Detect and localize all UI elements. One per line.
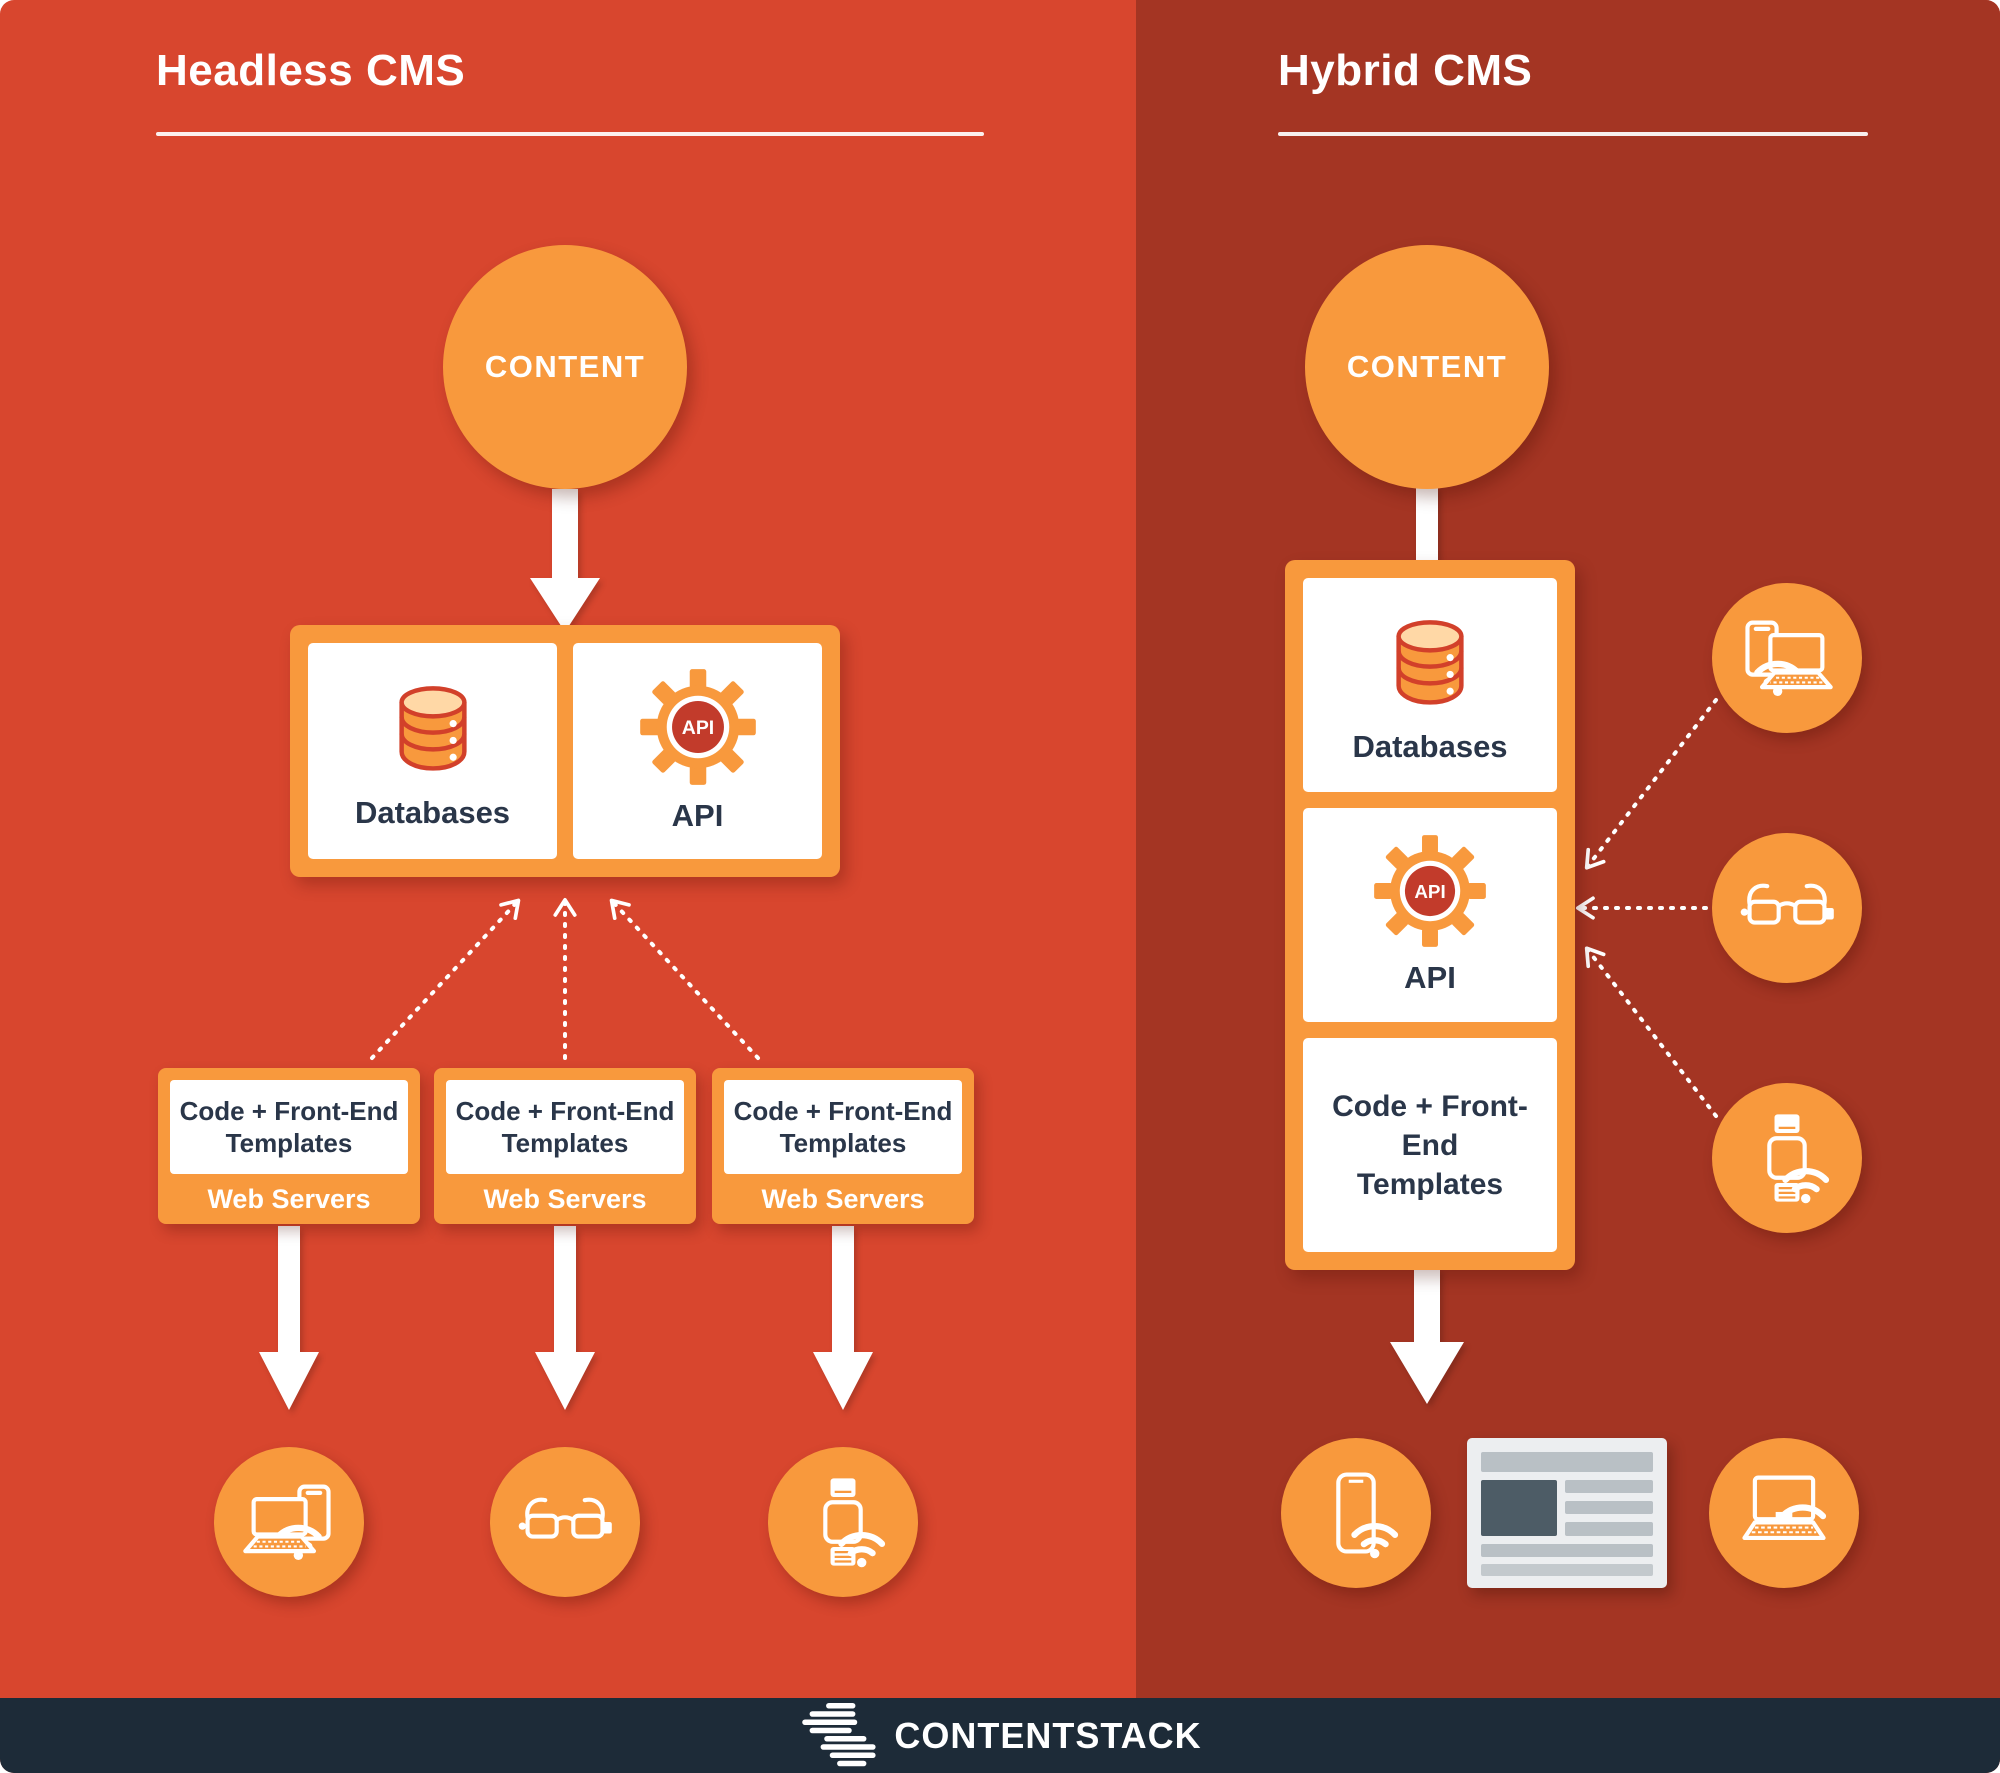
api-gear-icon: API: [639, 668, 757, 786]
smart-watch-icon: [791, 1470, 895, 1574]
headless-cms-title: Headless CMS: [156, 46, 466, 95]
laptop-and-phone-icon: [1735, 606, 1839, 710]
databases-label: Databases: [354, 795, 511, 830]
webserver-box-1: Code + Front-End Templates Web Servers: [158, 1068, 420, 1224]
api-badge-text: API: [1414, 881, 1445, 902]
templates-card: Code + Front-End Templates: [1303, 1038, 1557, 1252]
webservers-band: Web Servers: [207, 1184, 371, 1214]
content-circle-headless: CONTENT: [443, 245, 687, 489]
laptop-icon: [1732, 1461, 1836, 1565]
output-circle-smartphone: [1281, 1438, 1431, 1588]
webservers-band: Web Servers: [483, 1184, 647, 1214]
arrow-webserver1-to-device: [259, 1226, 319, 1410]
api-label: API: [1404, 960, 1456, 995]
database-icon: [1374, 605, 1486, 717]
hybrid-stack: Databases API API Code + Front-End Templ…: [1285, 560, 1575, 1270]
api-badge-text: API: [681, 717, 713, 739]
api-card: API API: [1303, 808, 1557, 1022]
laptop-and-phone-icon: [237, 1470, 341, 1574]
templates-label: Code + Front-End Templates: [179, 1095, 399, 1159]
api-label: API: [671, 798, 724, 833]
content-circle-hybrid: CONTENT: [1305, 245, 1549, 489]
templates-card: Code + Front-End Templates: [724, 1080, 962, 1174]
dashed-arrow-webserver1-to-backend: [370, 898, 521, 1060]
arrow-content-to-backend: [530, 489, 600, 632]
device-circle-smart-glasses: [1712, 833, 1862, 983]
databases-card: Databases: [1303, 578, 1557, 792]
webpage-mockup: [1467, 1438, 1667, 1588]
webserver-box-3: Code + Front-End Templates Web Servers: [712, 1068, 974, 1224]
backend-box-headless: Databases API API: [290, 625, 840, 877]
webservers-band: Web Servers: [761, 1184, 925, 1214]
hybrid-title-underline: [1278, 132, 1868, 136]
api-gear-icon: API: [1373, 834, 1487, 948]
content-label: CONTENT: [1346, 349, 1508, 384]
databases-card: Databases: [308, 643, 557, 859]
webpage-text-line: [1565, 1522, 1653, 1536]
smart-watch-icon: [1735, 1106, 1839, 1210]
templates-label: Code + Front-End Templates: [1332, 1089, 1528, 1201]
footer-bar: CONTENTSTACK: [0, 1698, 2000, 1773]
webserver-box-2: Code + Front-End Templates Web Servers: [434, 1068, 696, 1224]
dashed-arrow-webserver3-to-backend: [609, 898, 760, 1060]
device-circle-laptop-phone: [214, 1447, 364, 1597]
webpage-header-bar: [1481, 1452, 1653, 1472]
templates-card: Code + Front-End Templates: [170, 1080, 408, 1174]
arrow-webserver2-to-device: [535, 1226, 595, 1410]
webpage-text-line: [1565, 1480, 1653, 1493]
output-circle-laptop: [1709, 1438, 1859, 1588]
databases-label: Databases: [1352, 729, 1508, 764]
smart-glasses-icon: [513, 1470, 617, 1574]
device-circle-smart-glasses: [490, 1447, 640, 1597]
templates-card: Code + Front-End Templates: [446, 1080, 684, 1174]
templates-label: Code + Front-End Templates: [455, 1095, 675, 1159]
webpage-text-line: [1565, 1501, 1653, 1514]
webpage-text-line: [1481, 1564, 1653, 1576]
templates-label: Code + Front-End Templates: [733, 1095, 953, 1159]
arrow-webserver3-to-device: [813, 1226, 873, 1410]
device-circle-laptop-phone: [1712, 583, 1862, 733]
content-label: CONTENT: [484, 349, 646, 384]
smart-glasses-icon: [1735, 856, 1839, 960]
device-circle-smart-watch: [768, 1447, 918, 1597]
smartphone-icon: [1304, 1461, 1408, 1565]
hybrid-cms-title: Hybrid CMS: [1278, 46, 1533, 95]
database-icon: [377, 671, 489, 783]
webpage-hero-block: [1481, 1480, 1557, 1536]
headless-title-underline: [156, 132, 984, 136]
device-circle-smart-watch: [1712, 1083, 1862, 1233]
contentstack-logo-icon: [802, 1702, 876, 1766]
api-card: API API: [573, 643, 822, 859]
webpage-text-line: [1481, 1544, 1653, 1557]
contentstack-wordmark: CONTENTSTACK: [894, 1714, 1202, 1756]
